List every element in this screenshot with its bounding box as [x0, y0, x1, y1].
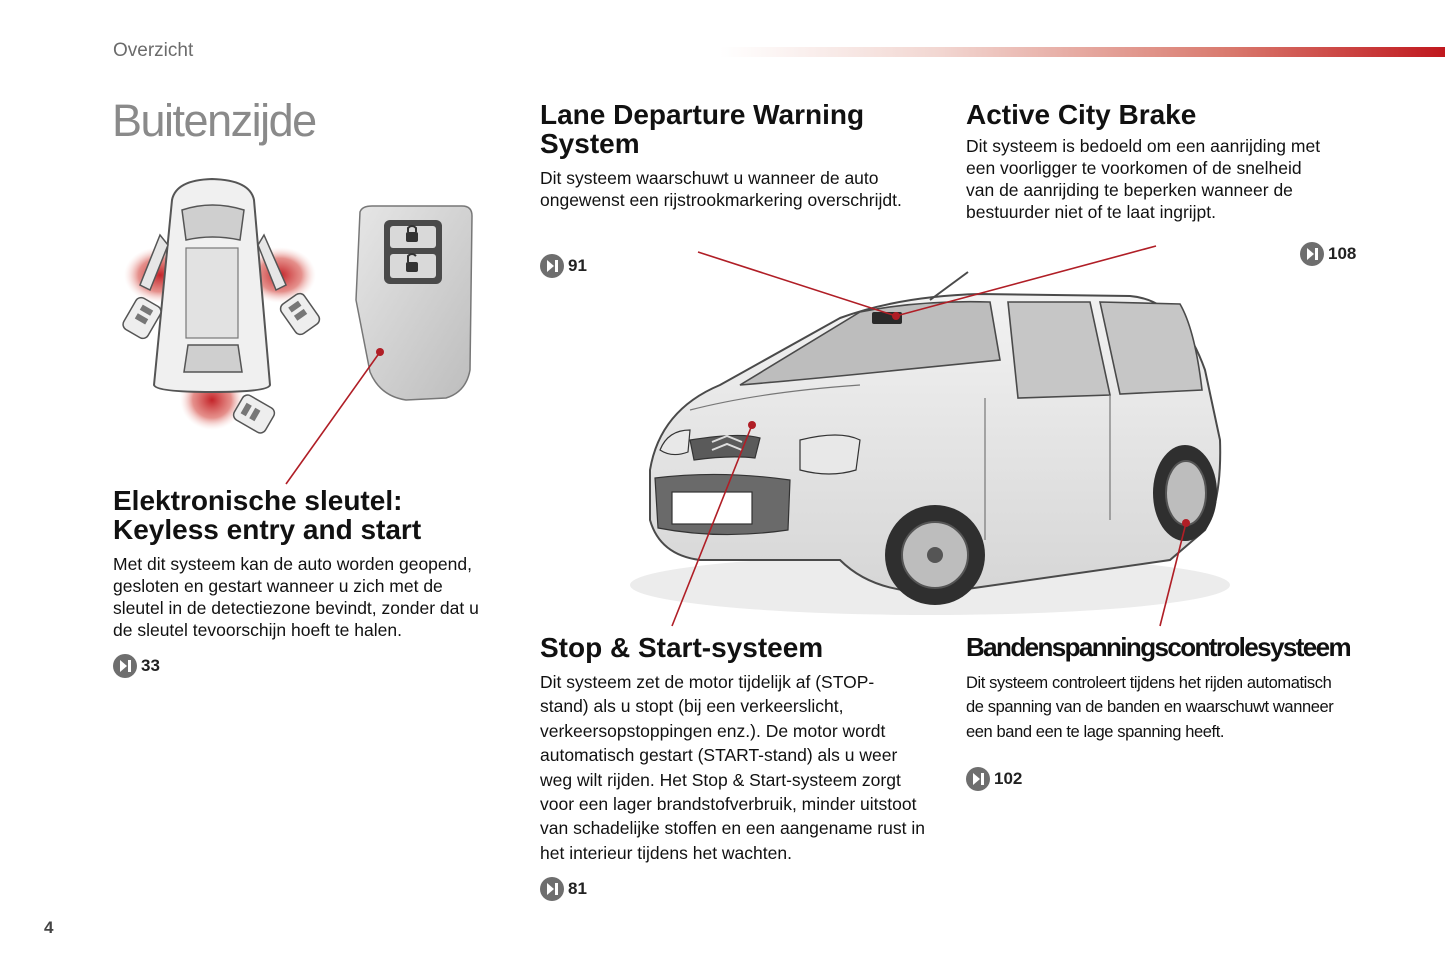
lane-departure-page-ref[interactable]: 91	[540, 254, 587, 278]
lane-departure-title: Lane Departure Warning System	[540, 99, 865, 160]
key-fob-large-icon	[355, 205, 473, 401]
active-city-brake-page-ref[interactable]: 108	[1300, 242, 1356, 266]
key-fob-small-rear-icon	[232, 394, 276, 434]
pointer-dot-key	[376, 348, 384, 356]
pointer-dot-sensor	[892, 312, 900, 320]
active-city-brake-body: Dit systeem is bedoeld om een aanrijding…	[966, 136, 1321, 222]
car-top-view-icon	[139, 177, 287, 394]
page-reference-icon	[1300, 242, 1324, 266]
pointer-dot-tyre	[1182, 519, 1190, 527]
page-number: 4	[44, 918, 54, 937]
page-title: Buitenzijde	[112, 95, 317, 146]
detection-zone-diagram	[122, 177, 321, 434]
pointer-dot-engine	[748, 421, 756, 429]
pointer-line-stop	[671, 424, 753, 627]
header-accent-bar	[720, 47, 1445, 57]
header-section-label: Overzicht	[113, 40, 194, 61]
pointer-line-tyre	[1159, 522, 1187, 627]
page-reference-icon	[540, 254, 564, 278]
tyre-pressure-page-ref[interactable]: 102	[966, 767, 1022, 791]
stop-start-body: Dit systeem zet de motor tijdelijk af (S…	[540, 672, 925, 863]
pointer-line-lane	[697, 251, 897, 317]
stop-start-title: Stop & Start-systeem	[540, 632, 824, 663]
lane-departure-body: Dit systeem waarschuwt u wanneer de auto…	[540, 168, 902, 210]
key-fob-small-left-icon	[122, 296, 162, 340]
active-city-brake-title: Active City Brake	[966, 99, 1197, 130]
car-illustration	[630, 271, 1230, 615]
license-plate	[671, 491, 753, 525]
stop-start-page-ref[interactable]: 81	[540, 877, 587, 901]
page-reference-icon	[113, 654, 137, 678]
electronic-key-body: Met dit systeem kan de auto worden geope…	[113, 554, 479, 640]
tyre-pressure-title: Bandenspanningscontrolesysteem	[966, 632, 1352, 662]
electronic-key-page-ref[interactable]: 33	[113, 654, 160, 678]
key-fob-small-right-icon	[279, 292, 321, 336]
page-reference-icon	[540, 877, 564, 901]
pointer-line-key	[285, 351, 381, 485]
page-reference-icon	[966, 767, 990, 791]
pointer-line-city	[895, 245, 1157, 317]
tyre-pressure-body: Dit systeem controleert tijdens het rijd…	[966, 674, 1334, 741]
electronic-key-title: Elektronische sleutel: Keyless entry and…	[113, 485, 422, 546]
